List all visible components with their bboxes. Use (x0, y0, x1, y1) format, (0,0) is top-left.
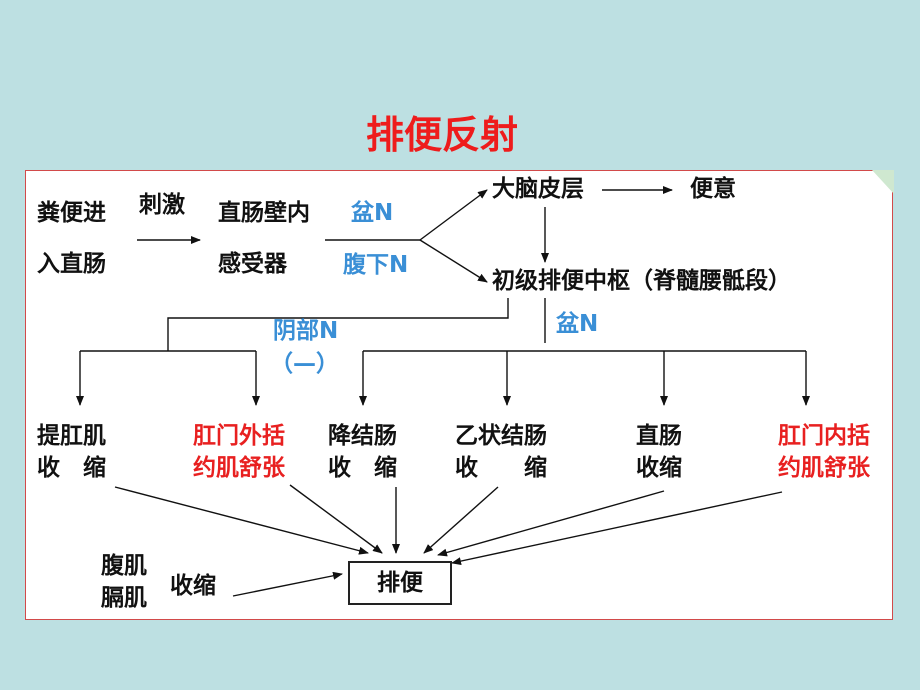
effector-descending-colon-line1: 降结肠 (328, 423, 397, 449)
abdominal-muscle-line2: 膈肌 (101, 585, 147, 611)
abdominal-action: 收缩 (170, 573, 216, 599)
nerve-pelvic-down: 盆N (556, 311, 599, 337)
to-center-arrow (419, 239, 488, 283)
to-cortex-arrow (419, 189, 488, 241)
diagram-panel (25, 170, 893, 620)
receptor-text-line1: 直肠壁内 (218, 200, 310, 226)
pudendal-branch (167, 298, 509, 351)
effector-sigmoid-colon-line2: 收 缩 (455, 455, 547, 481)
sigmoid-to-outcome-arrow (423, 486, 499, 554)
receptor-text-line2: 感受器 (218, 251, 287, 277)
cortex-label: 大脑皮层 (492, 176, 584, 202)
sensation-label: 便意 (690, 176, 736, 202)
internal-to-outcome-arrow (451, 491, 783, 566)
effector-internal-sphincter-line1: 肛门内括 (778, 423, 870, 449)
effector-sigmoid-colon-line1: 乙状结肠 (455, 423, 547, 449)
stimulus-text-line2: 入直肠 (37, 251, 106, 277)
nerve-pelvic-top: 盆N (351, 200, 394, 226)
panel-corner-fold (872, 170, 894, 194)
effector-external-sphincter-line1: 肛门外括 (193, 423, 285, 449)
effector-external-sphincter-line2: 约肌舒张 (193, 455, 285, 481)
center-label: 初级排便中枢（脊髓腰骶段） (492, 268, 791, 294)
effector-levator-line2: 收 缩 (37, 455, 106, 481)
effector-rectum-line1: 直肠 (636, 423, 682, 449)
outcome-box: 排便 (348, 561, 452, 605)
rectum-to-outcome-arrow (437, 490, 665, 557)
levator-to-outcome-arrow (114, 486, 369, 555)
abdominal-to-outcome-arrow (232, 571, 343, 597)
stimulus-text-line1: 粪便进 (37, 200, 106, 226)
effector-descending-colon-line2: 收 缩 (328, 455, 397, 481)
page-title: 排便反射 (365, 113, 518, 157)
nerve-hypogastric: 腹下N (343, 252, 409, 278)
effector-levator-line1: 提肛肌 (37, 423, 106, 449)
nerve-pudendal-sign: （—） (270, 351, 339, 377)
abdominal-muscle-line1: 腹肌 (101, 553, 147, 579)
effector-rectum-line2: 收缩 (636, 455, 682, 481)
nerve-pudendal: 阴部N (273, 318, 339, 344)
stimulus-label: 刺激 (139, 192, 185, 218)
effector-internal-sphincter-line2: 约肌舒张 (778, 455, 870, 481)
external-to-outcome-arrow (289, 484, 383, 554)
